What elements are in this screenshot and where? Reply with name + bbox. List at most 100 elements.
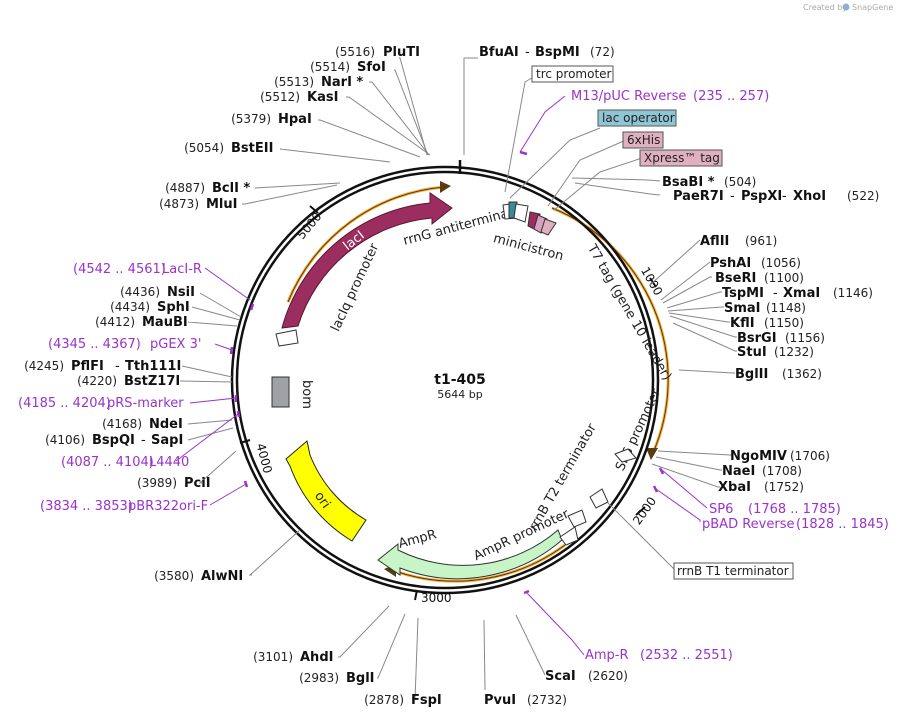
enzyme-pos: (4245) [24, 359, 64, 373]
enzyme-pos: (2983) [299, 671, 339, 685]
enzyme-name: PluTI [383, 45, 420, 60]
trc-promoter-box [531, 65, 614, 83]
primer-pos: (3834 .. 3853) [40, 499, 133, 514]
svg-text:-: - [525, 45, 530, 60]
bom-feature [271, 376, 290, 408]
enzyme-pos: (5516) [335, 45, 375, 59]
primer-name: L4440 [149, 455, 189, 470]
primer-name: pBAD Reverse [702, 517, 794, 532]
enzyme-name: PflFI [71, 359, 104, 374]
enzyme-name: BstEII [231, 141, 273, 156]
enzyme-name: SapI [151, 433, 183, 448]
enzyme-pos: (1362) [782, 367, 822, 381]
rrnb-t1-label: rrnB T1 terminator [677, 564, 789, 578]
enzyme-name: PspXI [741, 189, 782, 204]
primer-leader-lines [175, 95, 708, 656]
enzyme-name: PshAI [710, 256, 751, 271]
enzyme-name: KasI [307, 90, 338, 105]
enzyme-pos: (1232) [774, 345, 814, 359]
enzyme-pos: (1056) [761, 256, 801, 270]
snapgene-logo-icon [842, 3, 850, 11]
enzyme-pos: (1100) [764, 271, 804, 285]
his-tag-box [622, 131, 664, 149]
enzyme-name: SphI [157, 300, 190, 315]
enzyme-pos: (4106) [45, 433, 85, 447]
enzyme-name: MluI [206, 197, 237, 212]
svg-text:-: - [141, 433, 146, 448]
plasmid-backbone-outer [230, 165, 660, 595]
primer-name: pBR322ori-F [128, 499, 208, 514]
laci-feature [281, 192, 453, 329]
plasmid-size: 5644 bp [437, 388, 482, 401]
enzyme-name: BstZ17I [124, 374, 180, 389]
enzyme-pos: (5379) [231, 112, 271, 126]
lac-operator-box [597, 109, 677, 127]
primer-name: SP6 [709, 502, 733, 517]
position-ticks [239, 205, 657, 601]
primer-marks [229, 150, 665, 595]
snapgene-brand-text: SnapGene [852, 3, 893, 12]
enzyme-name: PaeR7I [673, 189, 724, 204]
enzyme-name: HpaI [278, 112, 312, 127]
minicistron-label: minicistron [492, 231, 565, 264]
rrnb-t2-feature [567, 509, 587, 528]
plasmid-name: t1-405 [434, 372, 485, 388]
ampr-feature [377, 529, 563, 580]
primer-name: M13/pUC Reverse [571, 89, 686, 104]
enzyme-pos: (4168) [102, 417, 142, 431]
primer-name: Amp-R [585, 648, 629, 663]
primer-pos: (1768 .. 1785) [748, 502, 841, 517]
tick-label-3000: 3000 [421, 591, 452, 605]
enzyme-name: AhdI [300, 650, 333, 665]
enzyme-name: NarI * [321, 75, 363, 90]
xpress-tag-label: Xpress™ tag [644, 151, 720, 165]
enzyme-pos: (4412) [95, 315, 135, 329]
enzyme-name: BglI [346, 671, 375, 686]
rrnb-t1-feature [589, 488, 609, 509]
enzyme-name: PvuI [484, 693, 516, 708]
enzyme-pos: (3989) [137, 476, 177, 490]
orf-arrow-left [440, 181, 451, 193]
enzyme-pos: (1150) [764, 316, 804, 330]
orf-arrow-right [646, 448, 658, 460]
enzyme-name: PciI [184, 476, 211, 491]
enzyme-name: BseRI [715, 271, 756, 286]
primer-pos: (4185 .. 4204) [18, 396, 111, 411]
enzyme-pos: (5054) [184, 141, 224, 155]
enzyme-name: SmaI [724, 301, 761, 316]
enzyme-pos: (1146) [833, 286, 873, 300]
tick-label-1000: 1000 [638, 265, 665, 298]
enzyme-name: BsaBI * [662, 175, 715, 190]
origin-feature-cluster [502, 201, 557, 236]
enzyme-name: FspI [411, 693, 442, 708]
svg-text:-: - [782, 189, 787, 204]
primer-name: pRS-marker [107, 396, 184, 411]
enzyme-name: KflI [730, 316, 755, 331]
enzyme-name: BspQI [92, 433, 135, 448]
enzyme-pos: (5512) [260, 90, 300, 104]
enzyme-labels-left: (5516) PluTI (5514) SfoI (5513) NarI * (… [24, 45, 567, 708]
tick-label-2000: 2000 [630, 494, 659, 527]
enzyme-pos: (1156) [785, 331, 825, 345]
primer-pos: (4542 .. 4561) [73, 262, 166, 277]
enzyme-name: NdeI [149, 417, 183, 432]
svg-text:-: - [730, 189, 735, 204]
primer-pos: (235 .. 257) [693, 89, 769, 104]
trc-promoter-label: trc promoter [536, 67, 612, 81]
enzyme-name: ScaI [545, 669, 576, 684]
xpress-tag-box [639, 149, 723, 167]
ampr-label: AmpR [397, 527, 438, 552]
enzyme-name: XmaI [783, 286, 820, 301]
enzyme-name: NaeI [722, 464, 755, 479]
enzyme-pos: (961) [745, 234, 777, 248]
leader-lines [179, 57, 737, 701]
enzyme-pos: (72) [590, 45, 615, 59]
enzyme-name: NsiI [167, 285, 195, 300]
enzyme-name: AlwNI [201, 569, 243, 584]
enzyme-name: NgoMIV [730, 449, 787, 464]
enzyme-pos: (2878) [364, 693, 404, 707]
enzyme-name: XhoI [793, 189, 826, 204]
enzyme-name: TspMI [722, 286, 764, 301]
ori-feature [285, 440, 367, 542]
